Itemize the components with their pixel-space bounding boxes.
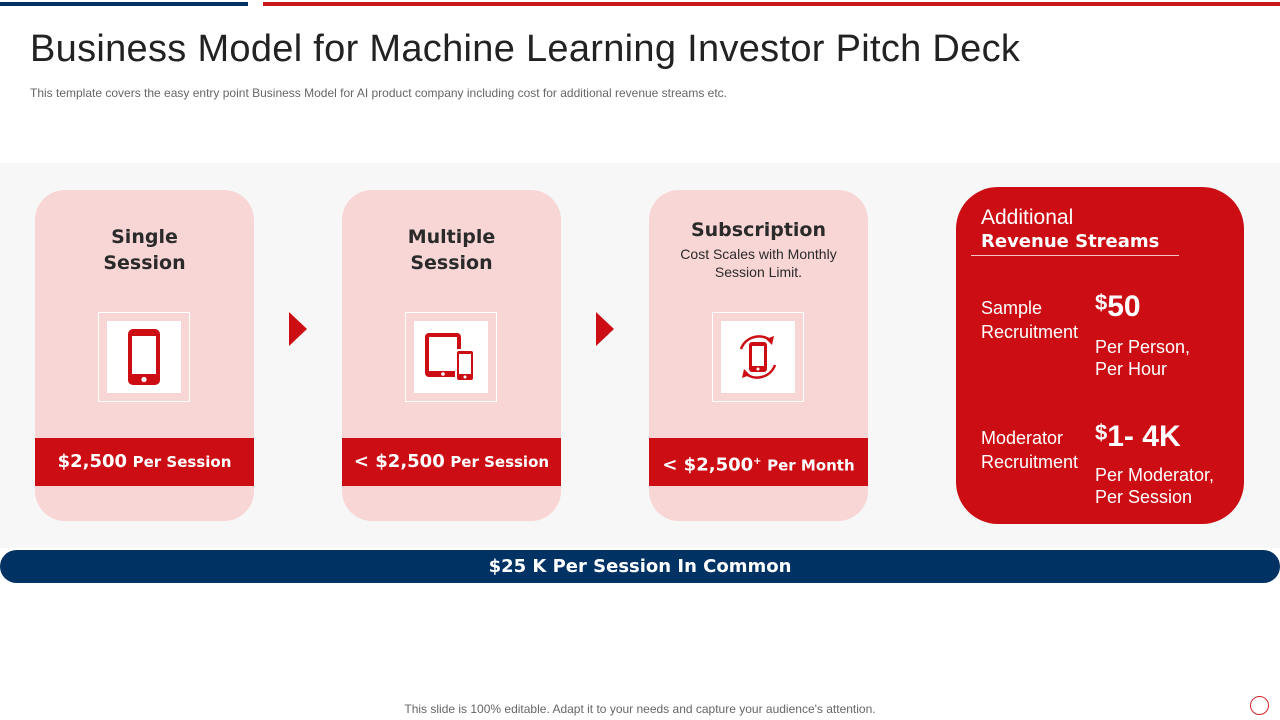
- stream-note-line: Per Person,: [1095, 337, 1191, 357]
- price-value: < $2,500: [662, 454, 754, 476]
- price-bar: < $2,500 Per Session: [342, 438, 561, 486]
- price-bar: < $2,500+ Per Month: [649, 438, 868, 486]
- card-title-line: Multiple: [407, 226, 496, 248]
- card-description: Cost Scales with Monthly Session Limit.: [649, 245, 868, 281]
- page-title: Business Model for Machine Learning Inve…: [30, 28, 1021, 70]
- card-multiple-session: Multiple Session < $2,500 Per Session: [342, 190, 561, 521]
- stream-price-amount: 50: [1107, 290, 1141, 323]
- stream-label-line: Sample: [981, 298, 1043, 318]
- stream-label: Sample Recruitment: [981, 296, 1078, 344]
- top-accent-bar-blue: [0, 2, 248, 6]
- stream-price-amount: 1- 4K: [1107, 420, 1181, 453]
- streams-subheading: Revenue Streams: [981, 231, 1160, 252]
- stream-price: $1- 4K: [1095, 420, 1181, 454]
- price-unit: Per Month: [767, 456, 855, 475]
- footer-note: This slide is 100% editable. Adapt it to…: [404, 702, 876, 716]
- price-value: < $2,500: [353, 451, 445, 472]
- stream-label: Moderator Recruitment: [981, 426, 1078, 474]
- stream-note: Per Moderator, Per Session: [1095, 464, 1214, 508]
- stream-note-line: Per Session: [1095, 487, 1193, 507]
- stream-label-line: Moderator: [981, 428, 1064, 448]
- stream-note-line: Per Hour: [1095, 359, 1168, 379]
- card-subscription: Subscription Cost Scales with Monthly Se…: [649, 190, 868, 521]
- arrow-right-icon: [596, 312, 614, 346]
- card-title: Single Session: [35, 224, 254, 276]
- card-title: Subscription: [690, 219, 827, 241]
- card-description-line: Cost Scales with Monthly: [680, 246, 837, 262]
- icon-frame: [98, 312, 190, 402]
- card-title-line: Session: [103, 252, 186, 274]
- card-single-session: Single Session $2,500 Per Session: [35, 190, 254, 521]
- card-title-line: Session: [410, 252, 493, 274]
- stream-label-line: Recruitment: [981, 322, 1079, 342]
- streams-heading: Additional: [981, 206, 1074, 229]
- card-description-line: Session Limit.: [714, 264, 803, 280]
- circle-icon: [1250, 696, 1269, 715]
- stream-label-line: Recruitment: [981, 452, 1079, 472]
- price-bar: $2,500 Per Session: [35, 438, 254, 486]
- icon-frame: [405, 312, 497, 402]
- arrow-right-icon: [289, 312, 307, 346]
- streams-divider: [971, 255, 1179, 256]
- top-accent-bar-red: [263, 2, 1280, 6]
- smartphone-icon: [107, 321, 181, 393]
- stream-note: Per Person, Per Hour: [1095, 336, 1190, 380]
- stream-price-currency: $: [1095, 420, 1108, 445]
- page-subtitle: This template covers the easy entry poin…: [30, 86, 728, 100]
- card-title-line: Single: [111, 226, 178, 248]
- stream-note-line: Per Moderator,: [1095, 465, 1215, 485]
- phone-sync-icon: [721, 321, 795, 393]
- price-unit: Per Session: [132, 453, 232, 471]
- stream-price-currency: $: [1095, 290, 1108, 315]
- price-unit: Per Session: [450, 453, 550, 471]
- additional-revenue-streams-panel: Additional Revenue Streams Sample Recrui…: [956, 187, 1244, 524]
- icon-frame: [712, 312, 804, 402]
- tablet-and-phone-icon: [414, 321, 488, 393]
- common-cost-bar: $25 K Per Session In Common: [0, 550, 1280, 583]
- stream-price: $50: [1095, 290, 1141, 324]
- card-title: Multiple Session: [342, 224, 561, 276]
- price-value: $2,500: [57, 451, 128, 472]
- price-superscript: +: [753, 456, 762, 467]
